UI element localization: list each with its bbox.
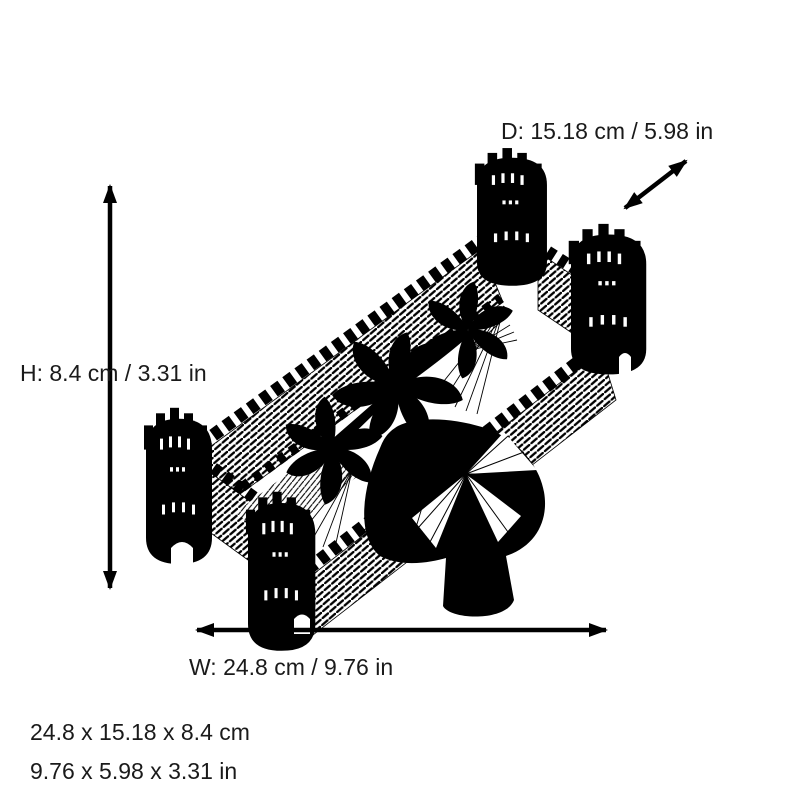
right-tower-arch — [619, 353, 631, 377]
curved-structure — [364, 419, 546, 617]
dimensions-summary-metric: 24.8 x 15.18 x 8.4 cm — [30, 719, 250, 745]
depth-dimension-arrow — [623, 159, 688, 210]
tower-back — [474, 148, 547, 286]
front-wall-battlement — [292, 337, 607, 584]
dimension-arrows — [103, 159, 688, 637]
back-wall-battlement — [197, 234, 487, 450]
height-dimension-label: H: 8.4 cm / 3.31 in — [20, 360, 207, 386]
left-tower-arch — [171, 542, 193, 564]
courtyard-lattice — [281, 279, 518, 558]
width-dimension-label: W: 24.8 cm / 9.76 in — [189, 654, 394, 680]
depth-dimension-label: D: 15.18 cm / 5.98 in — [501, 118, 714, 144]
dimensions-summary-imperial: 9.76 x 5.98 x 3.31 in — [30, 758, 238, 784]
tower-right — [568, 223, 647, 375]
tower-left — [144, 407, 212, 564]
